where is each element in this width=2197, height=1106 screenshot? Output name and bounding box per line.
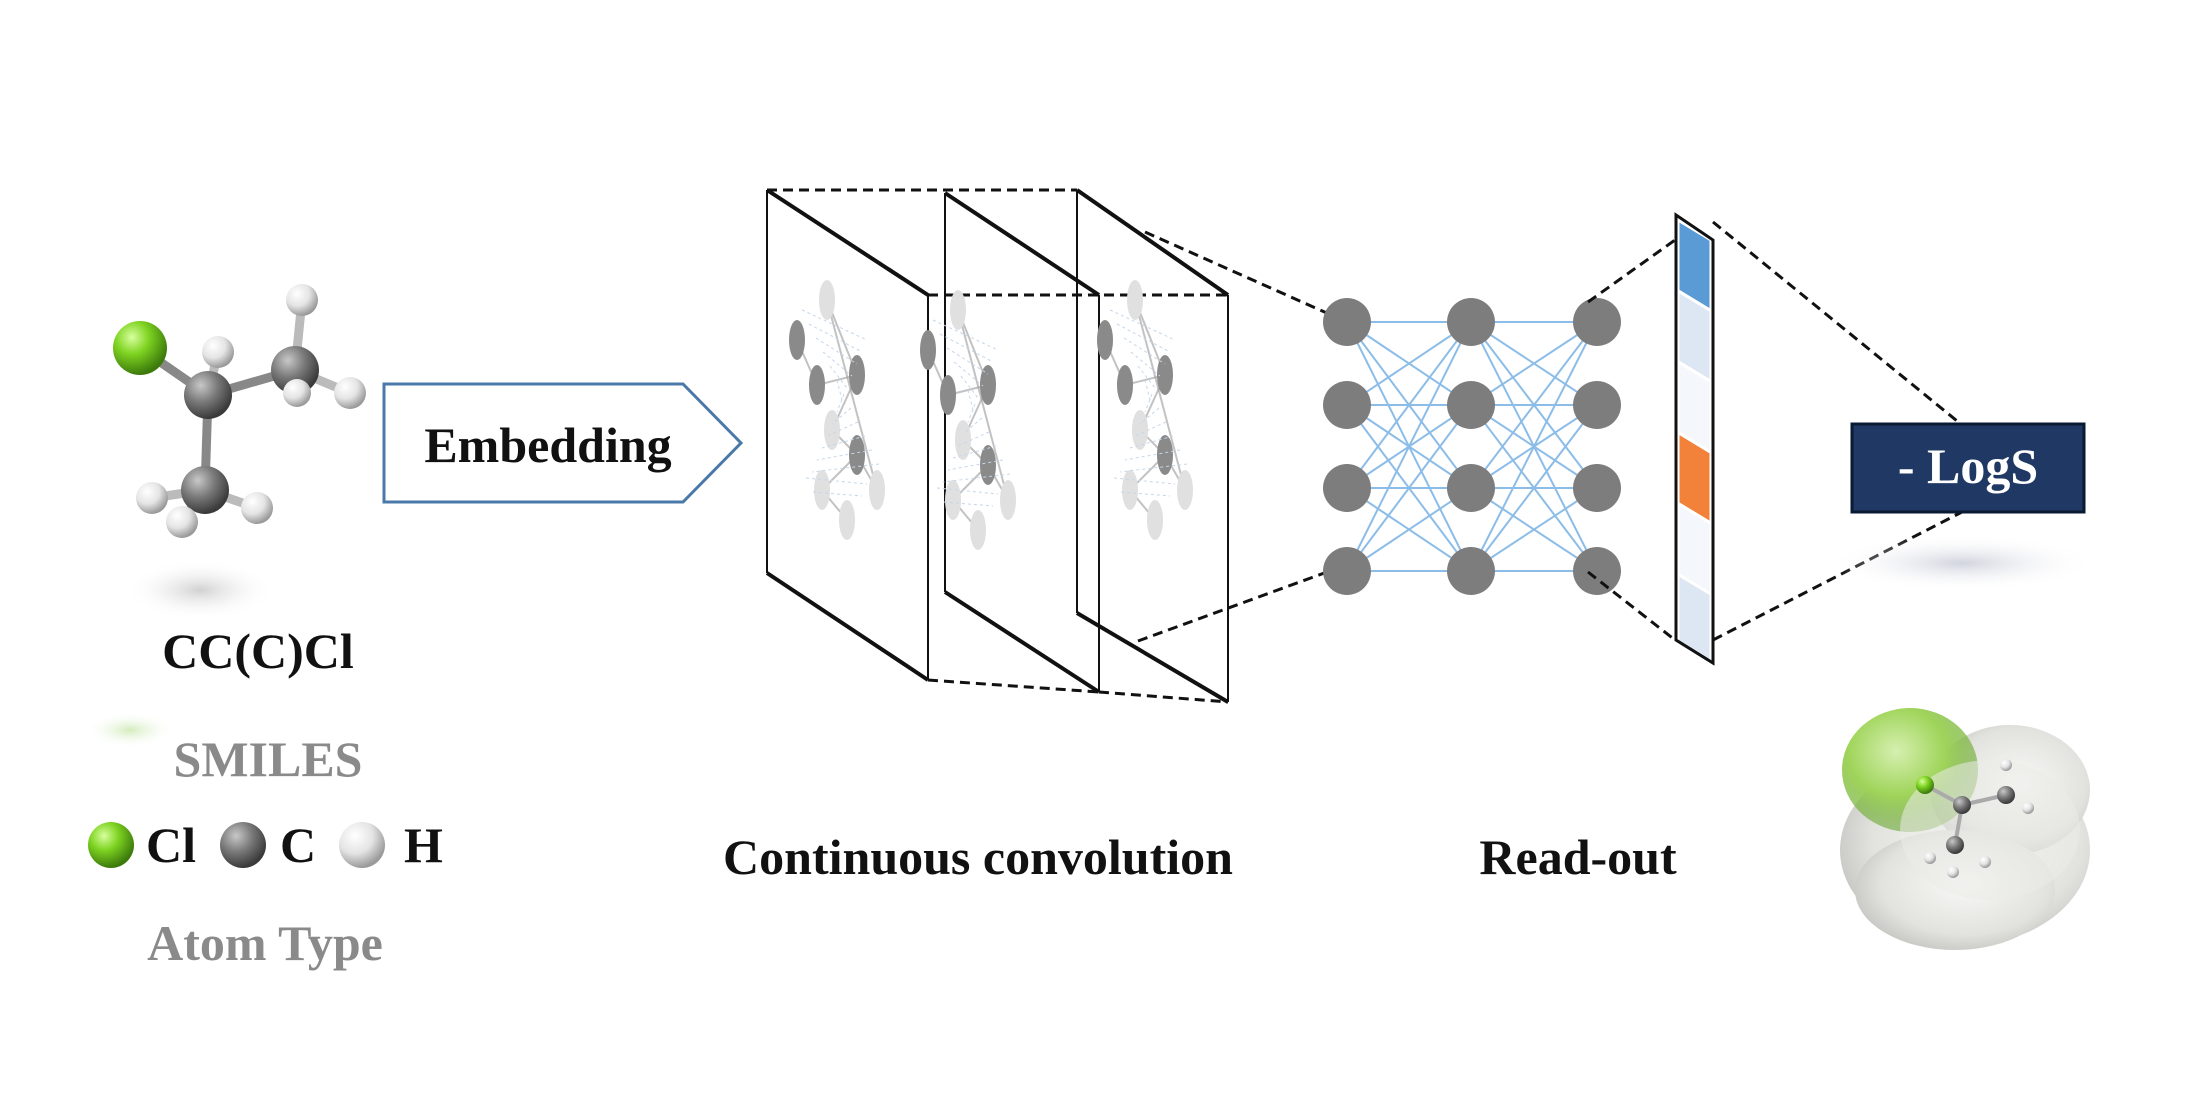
- c-atom: [181, 466, 229, 514]
- network-edge: [1470, 404, 1598, 572]
- network-node: [1573, 464, 1621, 512]
- legend-label-h: H: [404, 817, 443, 873]
- logs-label: - LogS: [1898, 438, 2038, 494]
- legend-label-c: C: [280, 817, 316, 873]
- network-edge: [1346, 321, 1472, 489]
- conv-plane: [1075, 188, 1230, 704]
- network-node: [1447, 298, 1495, 346]
- readout-to-vector-connectors: [1587, 238, 1676, 642]
- feature-vector-cell: [1676, 571, 1713, 668]
- embedding-label: Embedding: [424, 417, 671, 473]
- conv-plane: [943, 191, 1101, 694]
- atom-type-caption: Atom Type: [147, 915, 383, 971]
- network-edge: [1346, 404, 1472, 572]
- convolution-caption: Continuous convolution: [723, 829, 1233, 885]
- embedding-arrow-shape: [382, 382, 744, 504]
- embedding-block: Embedding: [382, 382, 744, 504]
- c-legend-swatch: [220, 822, 266, 868]
- conv-plane: [765, 188, 930, 682]
- c-atom: [271, 346, 319, 394]
- feature-vector: [1674, 212, 1715, 668]
- network-edge: [1470, 321, 1598, 406]
- logs-output-box: - LogS: [1850, 422, 2086, 514]
- plane-graph: [920, 290, 1016, 550]
- network-node: [1323, 464, 1371, 512]
- conv-to-readout-connectors: [1137, 230, 1339, 643]
- network-edge: [1470, 321, 1598, 572]
- molecular-surface-model: [1840, 708, 2090, 950]
- h-atom: [202, 336, 234, 368]
- smiles-caption: SMILES: [174, 731, 363, 787]
- h-atom: [286, 284, 318, 316]
- network-node: [1573, 298, 1621, 346]
- network-edge: [1470, 487, 1598, 572]
- network-edge: [1346, 487, 1472, 572]
- h-atom: [241, 492, 273, 524]
- network-node: [1323, 298, 1371, 346]
- cl-legend-swatch: [88, 822, 134, 868]
- vector-to-output-connectors: [1712, 220, 1963, 642]
- h-atom: [334, 377, 366, 409]
- h-atom: [166, 506, 198, 538]
- plane-graph: [789, 280, 885, 540]
- network-node: [1447, 381, 1495, 429]
- network-node: [1447, 547, 1495, 595]
- readout-caption: Read-out: [1479, 829, 1677, 885]
- network-edge: [1346, 321, 1472, 572]
- cl-atom: [113, 321, 167, 375]
- legend-label-cl: Cl: [146, 817, 196, 873]
- network-node: [1573, 381, 1621, 429]
- h-legend-swatch: [339, 822, 385, 868]
- network-node: [1447, 464, 1495, 512]
- network-edge: [1470, 321, 1598, 489]
- atom-legend: Cl C H: [88, 817, 443, 873]
- molecule-3d-model: [85, 284, 366, 748]
- smiles-string: CC(C)Cl: [162, 623, 354, 679]
- readout-network: [1323, 298, 1621, 595]
- network-node: [1573, 547, 1621, 595]
- c-atom: [184, 371, 232, 419]
- plane-graph: [1097, 280, 1193, 540]
- convolution-stack: [765, 188, 1230, 704]
- h-atom: [283, 379, 311, 407]
- network-node: [1323, 381, 1371, 429]
- h-atom: [136, 482, 168, 514]
- network-node: [1323, 547, 1371, 595]
- network-edge: [1346, 321, 1472, 406]
